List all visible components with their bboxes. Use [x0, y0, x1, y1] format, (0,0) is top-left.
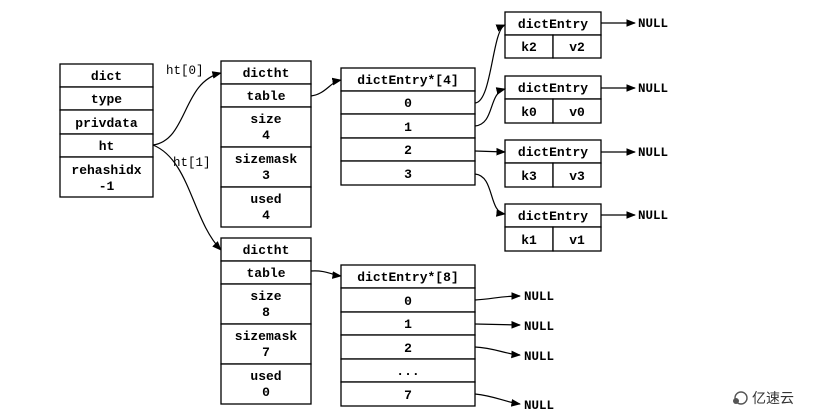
ht0-table-arrow — [310, 77, 342, 97]
ht1-used-value: 0 — [262, 385, 270, 400]
dict-title: dict — [91, 69, 122, 84]
ht1-size-value: 8 — [262, 305, 270, 320]
ht0-title: dictht — [243, 66, 290, 81]
entry-title: dictEntry — [518, 81, 588, 96]
entry-value: v3 — [569, 169, 585, 184]
ht1-arrow — [152, 144, 222, 251]
ht0-sizemask-label: sizemask — [235, 152, 298, 167]
entry-key: k2 — [521, 40, 537, 55]
entry-value: v0 — [569, 105, 585, 120]
entry-value-cell — [552, 162, 602, 188]
ht0-table: table — [246, 89, 285, 104]
ht1-sizemask-value: 7 — [262, 345, 270, 360]
table8-null: NULL — [524, 320, 554, 334]
ht0-sizemask-value: 3 — [262, 168, 270, 183]
dict-field-rehashidx: rehashidx — [71, 163, 141, 178]
entry-value: v1 — [569, 233, 585, 248]
ht1-title: dictht — [243, 243, 290, 258]
entry-k3: dictEntry k3 v3 — [504, 139, 602, 188]
dict-field-ht: ht — [99, 139, 115, 154]
table8-null: NULL — [524, 290, 554, 304]
ht1-label: ht[1] — [173, 156, 211, 170]
ht1-size-label: size — [250, 289, 281, 304]
entry-title: dictEntry — [518, 209, 588, 224]
table4-slot — [340, 160, 476, 186]
dict-field-type: type — [91, 92, 122, 107]
ht0-arrow — [152, 71, 222, 146]
ht1-used-label: used — [250, 369, 281, 384]
ht0-size-label: size — [250, 112, 281, 127]
dictht-ht1: dictht table size 8 sizemask 7 used 0 — [220, 237, 312, 405]
entry-title: dictEntry — [518, 17, 588, 32]
entry-next-null: NULL — [638, 82, 668, 96]
slot1-to-entry-arrow — [474, 87, 506, 127]
entry-key-cell — [504, 98, 554, 124]
ht0-sizemask-cell — [220, 146, 312, 188]
cloud-icon — [734, 391, 748, 405]
table8-null: NULL — [524, 350, 554, 364]
table8-slot-label: 2 — [404, 341, 412, 356]
entry-value-cell — [552, 34, 602, 59]
table4-slot — [340, 113, 476, 139]
table8-null-arrow — [474, 320, 521, 329]
table8-slot-label: 0 — [404, 294, 412, 309]
dict-rehashidx-cell — [59, 156, 154, 198]
dict-field-privdata: privdata — [75, 116, 138, 131]
entry-key-cell — [504, 162, 554, 188]
table4-slot-label: 0 — [404, 96, 412, 111]
ht1-table-arrow — [310, 270, 342, 279]
entry-key: k3 — [521, 169, 537, 184]
entry-key-cell — [504, 226, 554, 252]
dict-rehashidx-value: -1 — [99, 179, 115, 194]
entry-k2: dictEntry k2 v2 — [504, 11, 602, 59]
table8-slot-label: 1 — [404, 317, 412, 332]
entry-next-null: NULL — [638, 146, 668, 160]
slot0-to-entry-arrow — [474, 24, 506, 104]
table4-title: dictEntry*[4] — [357, 73, 458, 88]
ht1-size-cell — [220, 283, 312, 325]
table8: dictEntry*[8] 0 1 2 ... 7 — [340, 264, 476, 407]
table8-slot — [340, 287, 476, 313]
dict-struct: dict type privdata ht rehashidx -1 — [59, 63, 154, 198]
entry-value-cell — [552, 98, 602, 124]
ht0-used-label: used — [250, 192, 281, 207]
dictht-ht0: dictht table size 4 sizemask 3 used 4 — [220, 60, 312, 228]
table8-slot-label: ... — [396, 364, 419, 379]
entry-key: k1 — [521, 233, 537, 248]
slot3-to-entry-arrow — [474, 173, 506, 217]
table8-null: NULL — [524, 399, 554, 413]
cloud-icon-dot — [733, 398, 739, 404]
table8-title: dictEntry*[8] — [357, 270, 458, 285]
table8-null-arrow — [474, 393, 521, 407]
entry-k0: dictEntry k0 v0 — [504, 75, 602, 124]
watermark-text: 亿速云 — [752, 391, 794, 407]
ht1-used-cell — [220, 363, 312, 405]
entry-value: v2 — [569, 40, 585, 55]
entry-key: k0 — [521, 105, 537, 120]
table4-slot-label: 1 — [404, 120, 412, 135]
entry-value-cell — [552, 226, 602, 252]
ht0-used-value: 4 — [262, 208, 270, 223]
ht0-label: ht[0] — [166, 64, 204, 78]
slot2-to-entry-arrow — [474, 147, 506, 156]
ht0-size-value: 4 — [262, 128, 270, 143]
table4-slot-label: 2 — [404, 143, 412, 158]
entry-title: dictEntry — [518, 145, 588, 160]
ht0-used-cell — [220, 186, 312, 228]
entry-next-null: NULL — [638, 17, 668, 31]
entry-k1: dictEntry k1 v1 — [504, 203, 602, 252]
ht1-sizemask-label: sizemask — [235, 329, 298, 344]
watermark-logo: 亿速云 — [733, 391, 794, 407]
table8-null-arrow — [474, 346, 521, 359]
table8-null-arrow — [474, 292, 521, 301]
table8-slot-label: 7 — [404, 388, 412, 403]
table4-slot-label: 3 — [404, 167, 412, 182]
table4: dictEntry*[4] 0 1 2 3 — [340, 67, 476, 186]
ht1-table: table — [246, 266, 285, 281]
entry-next-null: NULL — [638, 209, 668, 223]
